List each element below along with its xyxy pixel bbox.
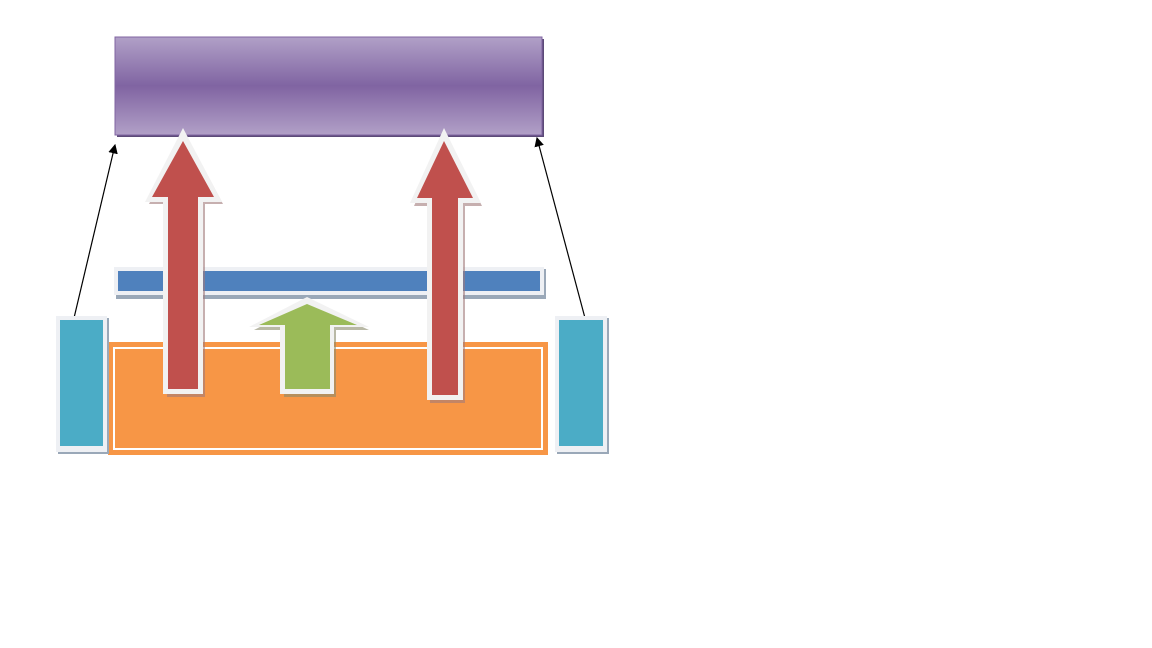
right-connector-arrow: [534, 136, 586, 319]
green-arrow: [259, 304, 357, 389]
left-connector-arrow: [73, 143, 118, 319]
red-arrow-right: [417, 141, 473, 395]
left-pillar: [60, 320, 103, 446]
top-block-fill: [114, 36, 543, 136]
right-pillar: [559, 320, 603, 446]
red-arrow-left: [152, 141, 214, 389]
